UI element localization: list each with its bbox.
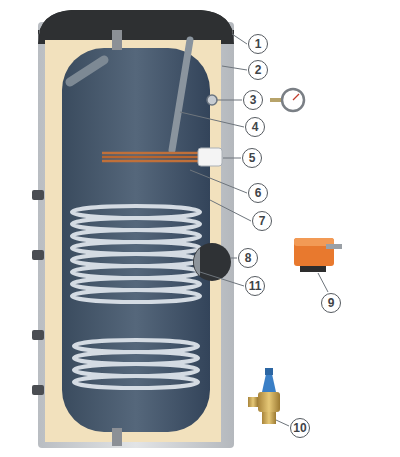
callout-circle: 7	[252, 211, 272, 231]
callout-circle: 1	[248, 34, 268, 54]
callout-circle: 4	[245, 117, 265, 137]
callout-number: 10	[293, 422, 306, 434]
callout-number: 11	[249, 280, 262, 292]
callout-number: 6	[255, 187, 262, 199]
callout-circle: 2	[248, 60, 268, 80]
callout-circle: 5	[242, 148, 262, 168]
callout-circle: 9	[321, 293, 341, 313]
callout-circle: 3	[243, 90, 263, 110]
callout-number: 9	[328, 297, 335, 309]
callout-number: 5	[249, 152, 256, 164]
callout-circle: 8	[238, 248, 258, 268]
callout-circle: 11	[245, 276, 265, 296]
callout-circle: 10	[290, 418, 310, 438]
callout-number: 2	[255, 64, 262, 76]
callout-number: 3	[250, 94, 257, 106]
callout-number: 1	[255, 38, 262, 50]
callout-number: 4	[252, 121, 259, 133]
callout-circle: 6	[248, 183, 268, 203]
callout-number: 8	[245, 252, 252, 264]
callout-number: 7	[259, 215, 266, 227]
